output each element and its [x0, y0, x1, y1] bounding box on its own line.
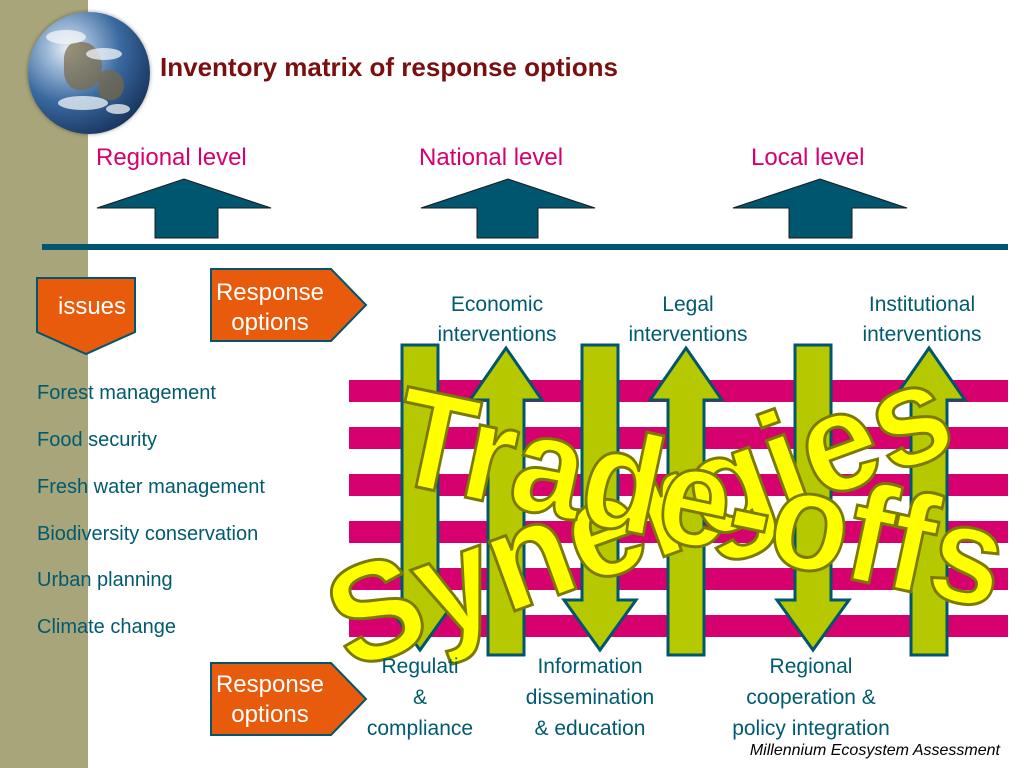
response-options-bottom-line1: Response: [215, 671, 325, 698]
bottom-label-line: policy integration: [732, 717, 890, 740]
column-head-line: Legal: [662, 293, 714, 316]
bottom-label-line: & education: [534, 717, 646, 740]
globe-logo-icon: [28, 12, 150, 134]
column-head-line: interventions: [628, 323, 748, 346]
bottom-label-line: cooperation &: [746, 686, 876, 709]
issue-biodiversity-conservation: Biodiversity conservation: [37, 523, 259, 545]
level-divider-line: [42, 244, 1008, 250]
issue-fresh-water-management: Fresh water management: [37, 476, 265, 498]
issue-climate-change: Climate change: [37, 616, 176, 638]
bottom-label-regulation: Regulati & compliance: [352, 651, 488, 744]
response-options-top-shape: [210, 268, 368, 342]
level-label-local: Local level: [751, 144, 865, 171]
column-head-line: interventions: [437, 323, 557, 346]
column-head-legal: Legal interventions: [608, 290, 768, 350]
bottom-label-regional-cooperation: Regional cooperation & policy integratio…: [703, 651, 919, 744]
response-options-top-line2: options: [231, 309, 309, 336]
footer-credit: Millennium Ecosystem Assessment: [749, 742, 1000, 759]
issues-label: issues: [58, 293, 127, 320]
response-options-bottom-label: Response options: [205, 670, 335, 730]
issue-forest-management: Forest management: [37, 382, 216, 404]
bottom-label-line: Regulati: [381, 655, 459, 678]
response-options-bottom-shape: [210, 662, 368, 736]
response-options-top-label: Response options: [205, 278, 335, 338]
column-head-line: Institutional: [868, 293, 976, 316]
up-arrow-icon: [647, 345, 725, 657]
level-label-national: National level: [419, 144, 564, 171]
issues-shape: [36, 277, 136, 356]
bottom-label-line: dissemination: [525, 686, 655, 709]
bottom-label-information: Information dissemination & education: [507, 651, 673, 744]
bottom-label-line: Information: [537, 655, 643, 678]
column-head-line: Economic: [450, 293, 544, 316]
issue-urban-planning: Urban planning: [37, 569, 173, 591]
level-label-regional: Regional level: [96, 144, 247, 171]
up-arrow-icon: [890, 345, 968, 657]
up-arrow-icon: [467, 345, 545, 657]
page-title: Inventory matrix of response options: [160, 52, 618, 82]
response-options-bottom-line2: options: [231, 701, 309, 728]
down-arrow-icon: [561, 343, 639, 653]
down-arrow-icon: [381, 343, 459, 653]
issue-food-security: Food security: [37, 429, 158, 451]
up-arrow-regional-icon: [96, 178, 272, 239]
up-arrow-national-icon: [420, 178, 596, 239]
bottom-label-line: compliance: [366, 717, 474, 740]
up-arrow-local-icon: [732, 178, 908, 239]
column-head-institutional: Institutional interventions: [842, 290, 1002, 350]
column-head-line: interventions: [862, 323, 982, 346]
response-options-top-line1: Response: [215, 279, 325, 306]
down-arrow-icon: [774, 343, 852, 653]
bottom-label-line: Regional: [769, 655, 853, 678]
bottom-label-line: &: [412, 686, 427, 709]
column-head-economic: Economic interventions: [417, 290, 577, 350]
